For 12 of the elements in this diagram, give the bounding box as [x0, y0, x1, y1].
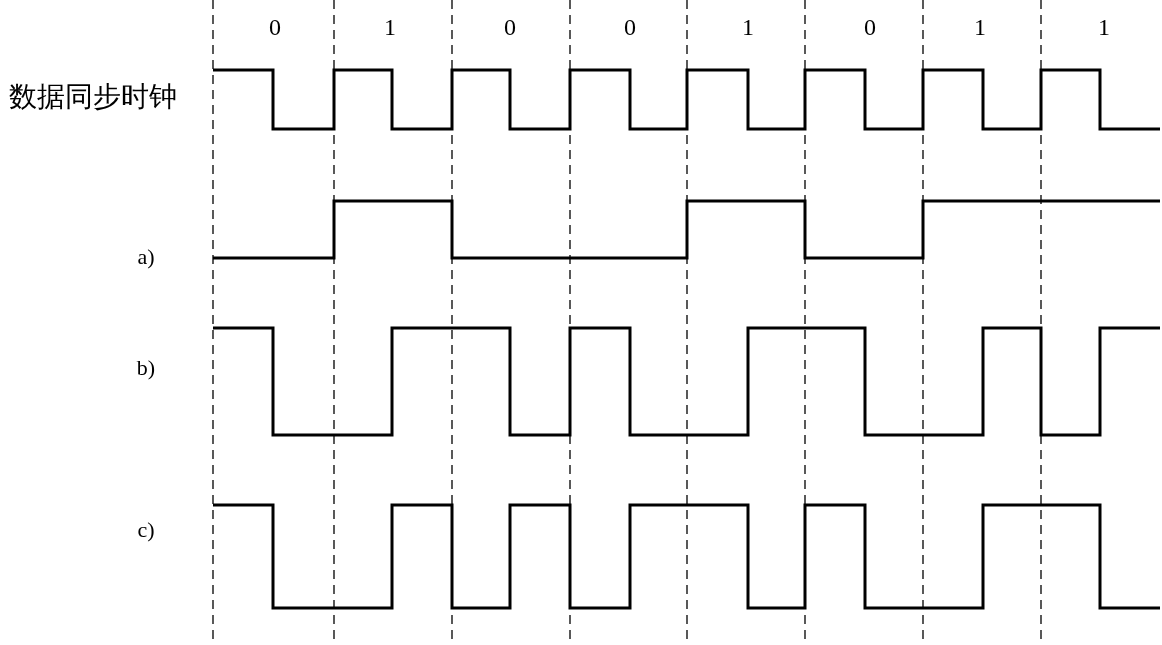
- bit-value: 1: [1098, 15, 1110, 39]
- bit-value: 0: [504, 15, 516, 39]
- bit-value: 1: [974, 15, 986, 39]
- signal-label: 数据同步时钟: [9, 83, 177, 111]
- bit-value: 1: [742, 15, 754, 39]
- bit-value: 0: [269, 15, 281, 39]
- signal-label: c): [137, 519, 155, 541]
- bit-value: 0: [624, 15, 636, 39]
- signal-label: a): [137, 246, 155, 268]
- signal-label: b): [136, 357, 156, 379]
- bit-value: 0: [864, 15, 876, 39]
- bit-value: 1: [384, 15, 396, 39]
